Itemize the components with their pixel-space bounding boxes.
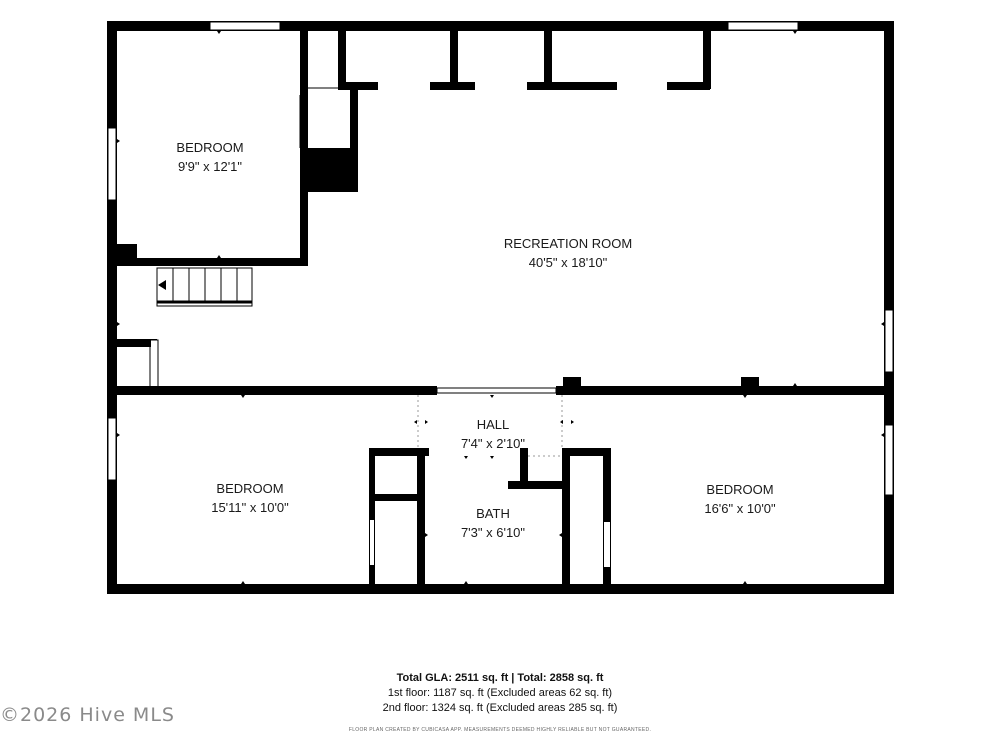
second-floor-area: 2nd floor: 1324 sq. ft (Excluded areas 2… [382,702,618,714]
room-name: BATH [476,506,510,521]
first-floor-area: 1st floor: 1187 sq. ft (Excluded areas 6… [387,687,613,699]
window [884,424,894,496]
room-name: BEDROOM [216,481,284,496]
room-dims: 40'5" x 18'10" [528,255,608,270]
room-label-bedroom-se: BEDROOM 16'6" x 10'0" [670,480,810,518]
room-label-bath: BATH 7'3" x 6'10" [438,504,548,542]
room-dims: 16'6" x 10'0" [704,501,776,516]
room-name: RECREATION ROOM [503,236,633,251]
wall-left [107,21,117,594]
room-label-bedroom-sw: BEDROOM 15'11" x 10'0" [180,479,320,517]
wall-top [107,21,894,31]
room-label-recreation: RECREATION ROOM 40'5" x 18'10" [478,234,658,272]
room-name: HALL [476,417,510,432]
room-name: BEDROOM [176,140,244,155]
closet-block [117,244,137,266]
window [107,417,117,481]
disclaimer-note: FLOOR PLAN CREATED BY CUBICASA APP. MEAS… [348,727,652,733]
watermark: ©2026 Hive MLS [0,704,175,726]
room-dims: 9'9" x 12'1" [177,159,243,174]
room-dims: 15'11" x 10'0" [211,500,289,515]
opening [436,387,557,394]
wall-bottom [107,584,894,594]
room-dims: 7'4" x 2'10" [460,436,526,451]
window [884,309,894,373]
window [727,21,799,31]
window [209,21,281,31]
wall-right [884,21,894,594]
room-name: BEDROOM [706,482,774,497]
window [107,127,117,201]
total-area: Total GLA: 2511 sq. ft | Total: 2858 sq.… [396,672,604,684]
room-label-bedroom-nw: BEDROOM 9'9" x 12'1" [150,138,270,176]
room-dims: 7'3" x 6'10" [460,525,526,540]
stairs [156,267,253,307]
room-label-hall: HALL 7'4" x 2'10" [443,415,543,453]
